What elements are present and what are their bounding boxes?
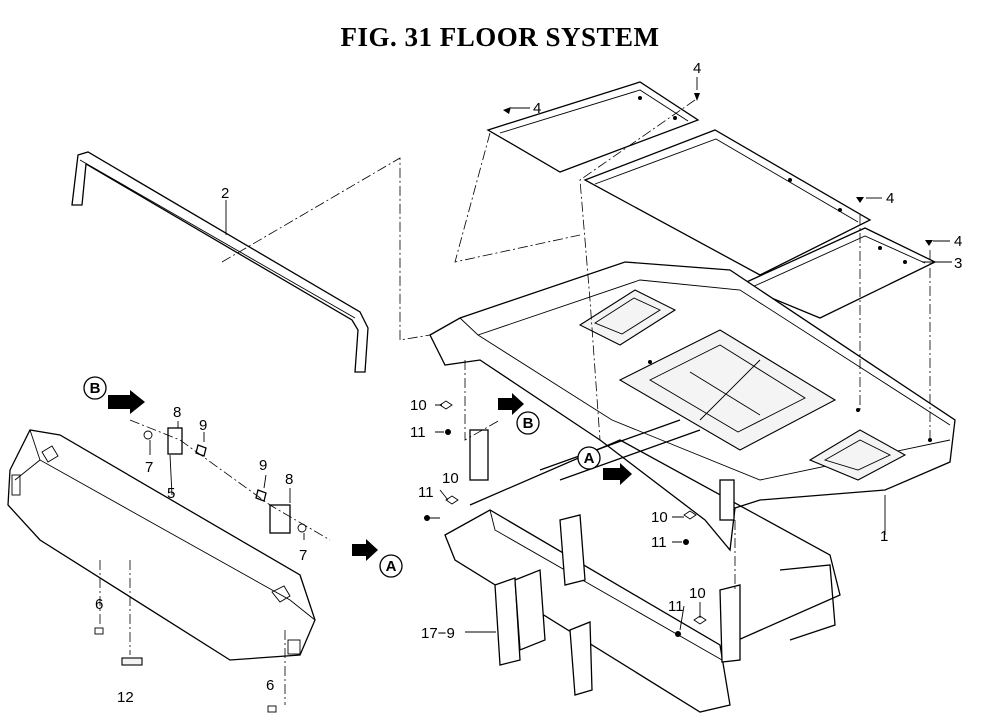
part-6-pin-left [94,627,104,635]
part-2-bar [71,151,369,373]
arrow-b-right [498,393,524,415]
reference-arrows [108,390,632,561]
callout-11: 11 [651,534,667,551]
callout-3: 3 [954,255,962,272]
callout-4: 4 [954,233,962,250]
callout-2: 2 [221,185,229,202]
part-7-washer-left [143,430,153,440]
part-8-hinge-right [269,504,291,534]
callout-9: 9 [259,457,267,474]
arrow-a-upper [603,463,632,485]
callout-7: 7 [299,547,307,564]
callout-1: 1 [880,528,888,545]
ref-b-left: B [90,380,101,397]
part-1-floor-pan [429,261,956,552]
callout-labels: 1 2 3 4 4 4 4 5 6 6 7 7 8 8 9 9 10 10 10… [95,60,962,706]
callout-5: 5 [167,485,175,502]
bracket-right [719,479,735,521]
callout-4: 4 [693,60,701,77]
callout-8: 8 [285,471,293,488]
part-6-pin-right [267,705,277,713]
callout-10: 10 [689,585,706,602]
callout-12: 12 [117,689,134,706]
alignment-lines [99,99,931,705]
chassis-frame [444,419,841,713]
callout-10: 10 [442,470,459,487]
hardware-parts [94,93,933,713]
callout-9: 9 [199,417,207,434]
callout-11: 11 [668,598,684,615]
part-3-floor-mats [486,81,937,319]
callout-10: 10 [651,509,668,526]
ref-a-lower: A [386,558,397,575]
arrow-a-lower [352,539,378,561]
part-9-bolt-left [195,444,207,457]
callout-11: 11 [418,484,434,501]
part-12-pad [121,657,143,666]
leader-lines [149,77,952,633]
callout-17-9: 17−9 [421,625,455,642]
arrow-b-left [108,390,145,414]
reference-circles: B B A A [83,376,601,578]
callout-6: 6 [266,677,274,694]
callout-8: 8 [173,404,181,421]
part-5-front-cover [7,429,316,661]
ref-a-upper: A [584,450,595,467]
callout-4: 4 [886,190,894,207]
figure-title: FIG. 31 FLOOR SYSTEM [340,22,660,52]
bracket-center [469,429,489,481]
callout-6: 6 [95,596,103,613]
ref-b-right: B [523,415,534,432]
callout-11: 11 [410,424,426,441]
callout-10: 10 [410,397,427,414]
callout-4: 4 [533,100,541,117]
callout-7: 7 [145,459,153,476]
part-8-hinge-left [167,427,183,455]
